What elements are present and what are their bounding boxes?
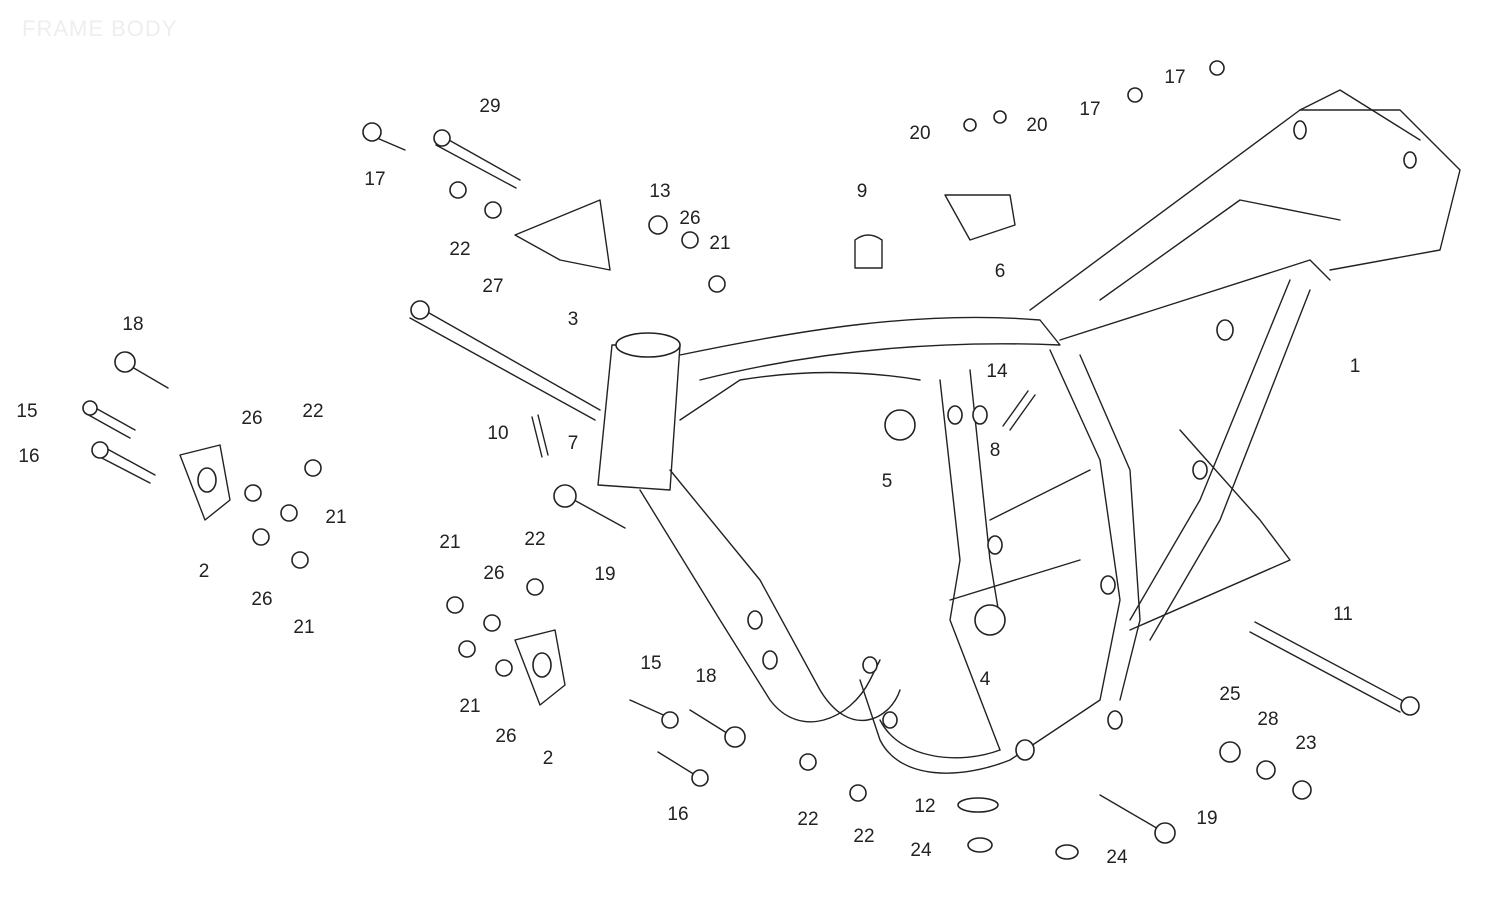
- callout-label-4: 4: [980, 669, 991, 690]
- callout-label-3: 3: [568, 309, 579, 330]
- callout-label-9: 9: [857, 181, 868, 202]
- callout-label-17: 17: [364, 169, 385, 190]
- callout-label-5: 5: [882, 471, 893, 492]
- callout-label-11: 11: [1333, 604, 1353, 625]
- callout-label-16: 16: [18, 446, 39, 467]
- callout-label-15: 15: [16, 401, 37, 422]
- callout-label-2: 2: [199, 561, 210, 582]
- callout-label-6: 6: [995, 261, 1006, 282]
- callout-label-17: 17: [1079, 99, 1100, 120]
- callout-label-1: 1: [1350, 356, 1361, 377]
- callout-label-25: 25: [1219, 684, 1240, 705]
- callout-label-10: 10: [487, 423, 508, 444]
- callout-label-12: 12: [914, 796, 935, 817]
- callout-label-26: 26: [679, 208, 700, 229]
- callout-label-20: 20: [1026, 115, 1047, 136]
- callout-label-21: 21: [439, 532, 460, 553]
- loose-parts: [82, 60, 1420, 860]
- callout-label-28: 28: [1257, 709, 1278, 730]
- callout-label-18: 18: [122, 314, 143, 335]
- callout-label-18: 18: [695, 666, 716, 687]
- callout-label-22: 22: [302, 401, 323, 422]
- callout-label-20: 20: [909, 123, 930, 144]
- callout-label-7: 7: [568, 433, 579, 454]
- callout-label-29: 29: [479, 96, 500, 117]
- callout-label-26: 26: [483, 563, 504, 584]
- callout-label-8: 8: [990, 440, 1001, 461]
- diagram-title: FRAME BODY: [22, 16, 178, 41]
- callout-label-21: 21: [459, 696, 480, 717]
- main-frame: [597, 89, 1461, 774]
- callout-label-21: 21: [325, 507, 346, 528]
- callout-label-21: 21: [293, 617, 314, 638]
- callout-label-21: 21: [709, 233, 730, 254]
- callout-label-22: 22: [449, 239, 470, 260]
- callout-label-26: 26: [251, 589, 272, 610]
- callout-label-15: 15: [640, 653, 661, 674]
- callout-label-14: 14: [986, 361, 1008, 382]
- callout-label-22: 22: [524, 529, 545, 550]
- callout-label-24: 24: [1106, 847, 1128, 868]
- callout-label-17: 17: [1164, 67, 1185, 88]
- callout-label-23: 23: [1295, 733, 1316, 754]
- callout-label-22: 22: [797, 809, 818, 830]
- callout-label-26: 26: [495, 726, 516, 747]
- callout-label-13: 13: [649, 181, 670, 202]
- callout-label-2: 2: [543, 748, 554, 769]
- callout-label-19: 19: [1196, 808, 1217, 829]
- callout-label-27: 27: [482, 276, 503, 297]
- callout-label-16: 16: [667, 804, 688, 825]
- callout-label-26: 26: [241, 408, 262, 429]
- callout-label-19: 19: [594, 564, 615, 585]
- callout-label-24: 24: [910, 840, 932, 861]
- callout-label-22: 22: [853, 826, 874, 847]
